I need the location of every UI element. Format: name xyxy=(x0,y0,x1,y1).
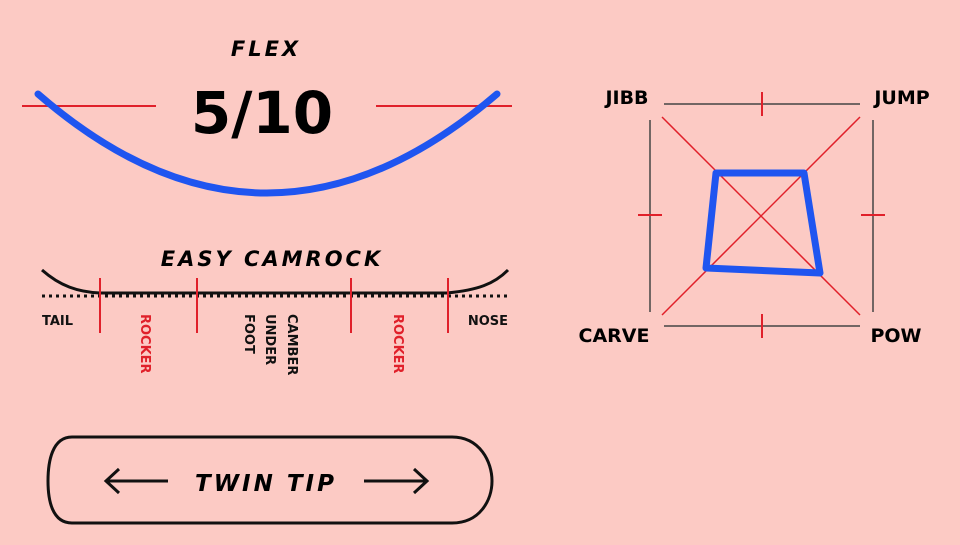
riding-style-section: JIBB JUMP CARVE POW xyxy=(579,87,930,347)
label-jibb: JIBB xyxy=(603,87,648,109)
flex-curve xyxy=(34,90,501,197)
zone-tail: TAIL xyxy=(42,314,73,329)
zone-foot-line1: FOOT xyxy=(241,314,256,354)
label-carve: CARVE xyxy=(579,325,650,347)
shape-section: TWIN TIP xyxy=(46,435,494,525)
board-profile-line xyxy=(41,268,510,295)
board-outline xyxy=(46,435,494,525)
zone-rocker-left: ROCKER xyxy=(137,314,152,374)
profile-section: EASY CAMROCK TAIL NOSE ROCKER ROCKER FOO… xyxy=(41,247,510,375)
axis-jump-carve xyxy=(661,116,861,316)
zone-nose: NOSE xyxy=(468,314,508,329)
arrow-left-icon xyxy=(103,467,121,495)
flex-section: FLEX 5/10 xyxy=(22,37,512,197)
flex-title: FLEX xyxy=(231,37,301,61)
flex-value: 5/10 xyxy=(191,79,333,147)
zone-foot-line3: CAMBER xyxy=(284,314,299,375)
label-pow: POW xyxy=(870,325,921,347)
zone-foot-line2: UNDER xyxy=(262,314,277,365)
label-jump: JUMP xyxy=(872,87,929,109)
shape-label: TWIN TIP xyxy=(195,471,337,497)
profile-title: EASY CAMROCK xyxy=(161,247,384,271)
zone-rocker-right: ROCKER xyxy=(390,314,405,374)
style-rating-shape xyxy=(702,169,824,277)
arrow-right-icon xyxy=(412,467,430,495)
